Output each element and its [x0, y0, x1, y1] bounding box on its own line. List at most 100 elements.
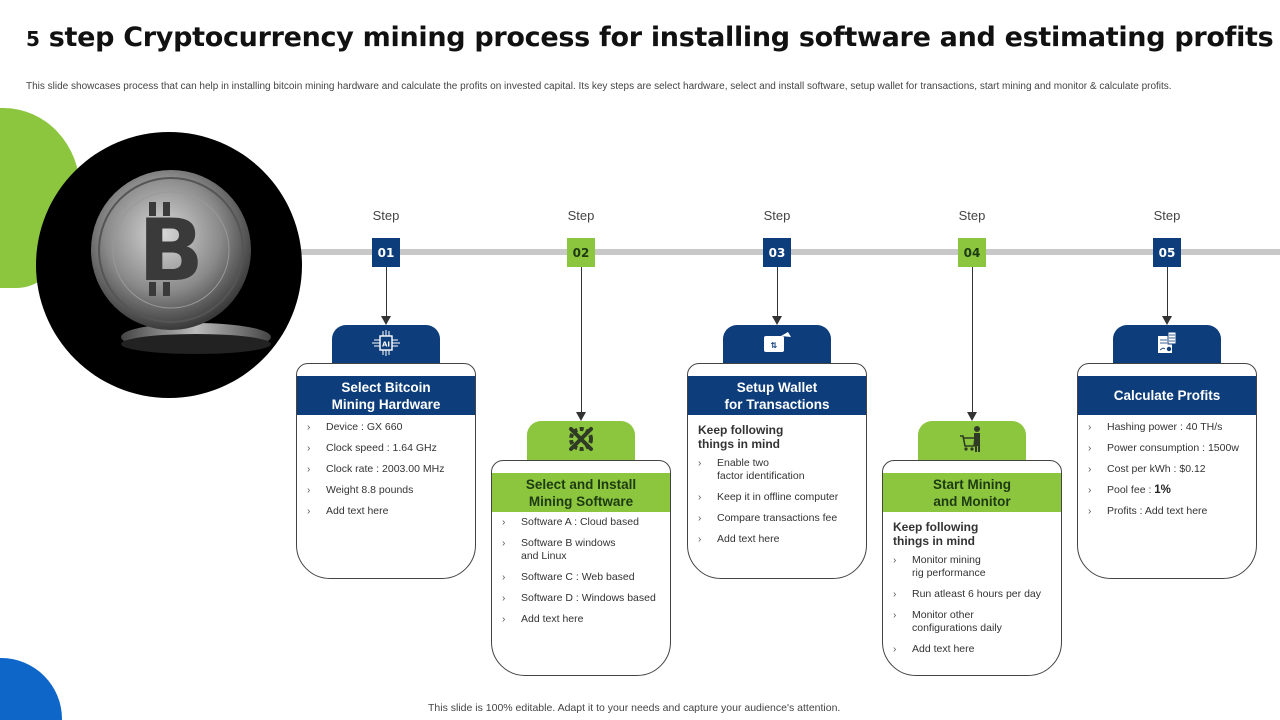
calculator-report-icon: [1154, 330, 1180, 361]
list-item: › Add text here: [698, 533, 858, 546]
chevron-right-icon: ›: [698, 513, 702, 524]
step-icon-tab: [1113, 325, 1221, 365]
list-item-text: Profits : Add text here: [1107, 505, 1207, 518]
list-item-label: Add text here: [521, 613, 584, 625]
list-item-label: Add text here: [717, 533, 780, 545]
list-item-text: Monitor mining rig performance: [912, 554, 986, 580]
chevron-right-icon: ›: [502, 593, 506, 604]
chevron-right-icon: ›: [893, 610, 897, 621]
arrow-down-icon: [381, 316, 391, 325]
step-card-intro: Keep following things in mind: [893, 520, 979, 548]
list-item-label: Monitor other configurations daily: [912, 609, 1002, 634]
list-item-text: Software D : Windows based: [521, 592, 656, 605]
list-item-text: Add text here: [912, 643, 974, 656]
list-item-label: Add text here: [326, 505, 389, 517]
list-item: › Profits : Add text here: [1088, 505, 1248, 518]
chevron-right-icon: ›: [698, 458, 702, 469]
svg-text:AI: AI: [382, 340, 390, 348]
step-number-badge: 04: [958, 238, 986, 267]
step-card: Calculate Profits › Hashing power : 40 TH/…: [1077, 363, 1257, 579]
list-item-label: Enable two factor identification: [717, 457, 805, 482]
connector-line: [1166, 267, 1168, 316]
svg-text:B: B: [138, 201, 204, 301]
step-card-list: › Device : GX 660 › Clock speed : 1.64 GHz ›…: [297, 415, 475, 518]
list-item-label: Monitor mining rig performance: [912, 554, 986, 579]
step-title-line1: Select Bitcoin: [341, 379, 431, 395]
arrow-down-icon: [967, 412, 977, 421]
list-item-text: Software A : Cloud based: [521, 516, 639, 529]
list-item: › Compare transactions fee: [698, 512, 858, 525]
bitcoin-image: B: [36, 132, 302, 398]
step-title-line1: Select and Install: [525, 476, 637, 492]
arrow-down-icon: [772, 316, 782, 325]
step-title-line1: Start Mining: [933, 476, 1011, 492]
list-item-text: Device : GX 660: [326, 421, 402, 434]
step-number-badge: 03: [763, 238, 791, 267]
list-item-label: Software B windows and Linux: [521, 537, 616, 562]
chevron-right-icon: ›: [502, 614, 506, 625]
step-number-badge: 05: [1153, 238, 1181, 267]
chevron-right-icon: ›: [502, 517, 506, 528]
list-item: › Monitor other configurations daily: [893, 609, 1053, 635]
list-item-label: Software A : Cloud based: [521, 516, 639, 528]
list-item-text: Clock speed : 1.64 GHz: [326, 442, 437, 455]
list-item-text: Software C : Web based: [521, 571, 635, 584]
step-card-list: › Software A : Cloud based › Software B win…: [492, 512, 670, 626]
list-item-label: Software D : Windows based: [521, 592, 656, 604]
tools-gear-icon: [565, 423, 597, 460]
bitcoin-coin-icon: B: [91, 170, 271, 354]
list-item-text: Add text here: [521, 613, 583, 626]
chevron-right-icon: ›: [893, 644, 897, 655]
connector-line: [776, 267, 778, 316]
list-item-label: Cost per kWh : $0.12: [1107, 463, 1206, 475]
chevron-right-icon: ›: [307, 485, 311, 496]
chevron-right-icon: ›: [698, 534, 702, 545]
step-card-list: ›Monitor mining rig performance›Run atle…: [883, 550, 1061, 656]
list-item: ›Cost per kWh : $0.12: [1088, 463, 1248, 476]
list-item-text: Keep it in offline computer: [717, 491, 838, 504]
chevron-right-icon: ›: [307, 422, 311, 433]
connector-line: [971, 267, 973, 412]
list-item-label: Device : GX 660: [326, 421, 403, 433]
list-item: › Software B windows and Linux: [502, 537, 662, 563]
title-text: step Cryptocurrency mining process for i…: [39, 22, 1274, 53]
list-item: › Software D : Windows based: [502, 592, 662, 605]
step-card-list: ›Hashing power : 40 TH/s›Power consumpti…: [1078, 415, 1256, 518]
chevron-right-icon: ›: [698, 492, 702, 503]
list-item: ›Run atleast 6 hours per day: [893, 588, 1053, 601]
list-item-text: Enable two factor identification: [717, 457, 805, 483]
list-item-text: Run atleast 6 hours per day: [912, 588, 1041, 601]
list-item-label: Profits : Add text here: [1107, 505, 1208, 517]
step-title-line2: Mining Hardware: [331, 396, 441, 412]
chevron-right-icon: ›: [502, 538, 506, 549]
list-item-text: Compare transactions fee: [717, 512, 837, 525]
list-item: ›Add text here: [307, 505, 467, 518]
arrow-down-icon: [1162, 316, 1172, 325]
list-item-text: Hashing power : 40 TH/s: [1107, 421, 1222, 434]
footer-note: This slide is 100% editable. Adapt it to…: [428, 702, 841, 714]
step-title-line2: for Transactions: [724, 396, 830, 412]
list-item-label: Keep it in offline computer: [717, 491, 839, 503]
chevron-right-icon: ›: [307, 443, 311, 454]
step-number-badge: 01: [372, 238, 400, 267]
step-card-title: Calculate Profits: [1078, 376, 1256, 415]
chevron-right-icon: ›: [1088, 443, 1092, 454]
step-icon-tab: [918, 421, 1026, 461]
pool-fee-value: 1%: [1154, 484, 1171, 496]
chevron-right-icon: ›: [1088, 506, 1092, 517]
list-item-text: Add text here: [326, 505, 388, 518]
list-item-text: Software B windows and Linux: [521, 537, 616, 563]
step-title-line1: Calculate Profits: [1113, 388, 1221, 403]
chevron-right-icon: ›: [307, 464, 311, 475]
title-number: 5: [26, 27, 40, 51]
step-icon-tab: [527, 421, 635, 461]
ai-chip-icon: AI: [369, 328, 403, 363]
connector-line: [580, 267, 582, 412]
list-item: › Software A : Cloud based: [502, 516, 662, 529]
